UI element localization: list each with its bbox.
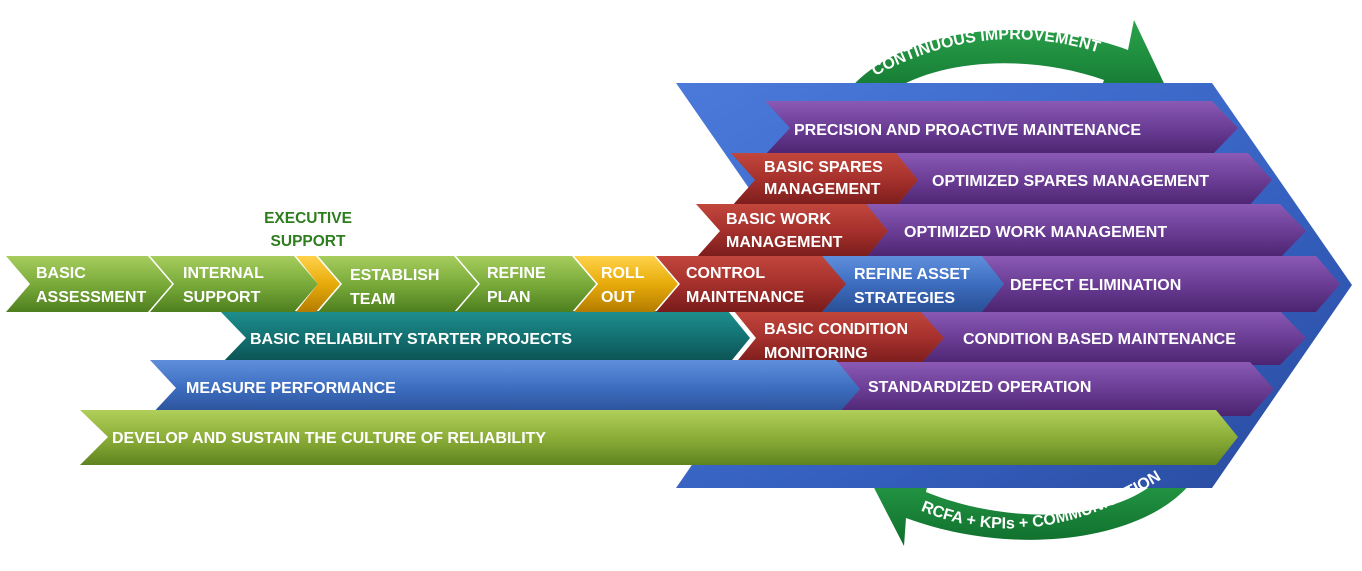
refine-asset-line1: REFINE ASSET [854, 266, 970, 283]
condition-based-maintenance-label: CONDITION BASED MAINTENANCE [963, 331, 1236, 348]
precision-proactive-maintenance-label: PRECISION AND PROACTIVE MAINTENANCE [794, 122, 1141, 139]
culture-of-reliability-arrow: DEVELOP AND SUSTAIN THE CULTURE OF RELIA… [80, 410, 1238, 465]
basic-condition-monitoring-arrow: BASIC CONDITION MONITORING [734, 311, 944, 365]
establish-team-arrow: ESTABLISH TEAM [318, 256, 478, 312]
culture-of-reliability-label: DEVELOP AND SUSTAIN THE CULTURE OF RELIA… [112, 430, 546, 447]
optimized-spares-management-label: OPTIMIZED SPARES MANAGEMENT [932, 173, 1209, 190]
basic-assessment-line2: ASSESSMENT [36, 289, 146, 306]
refine-plan-arrow: REFINE PLAN [456, 256, 596, 312]
internal-support-line2: SUPPORT [183, 289, 261, 306]
refine-asset-line2: STRATEGIES [854, 290, 955, 307]
precision-proactive-maintenance-arrow: PRECISION AND PROACTIVE MAINTENANCE [765, 101, 1238, 155]
rcfa-cycle-arrow [870, 462, 1200, 546]
basic-work-line1: BASIC WORK [726, 211, 831, 228]
refine-plan-line2: PLAN [487, 289, 531, 306]
control-maintenance-line1: CONTROL [686, 265, 765, 282]
basic-work-management-arrow: BASIC WORK MANAGEMENT [696, 204, 888, 258]
optimized-work-management-label: OPTIMIZED WORK MANAGEMENT [904, 224, 1167, 241]
basic-assessment-line1: BASIC [36, 265, 86, 282]
establish-team-line2: TEAM [350, 291, 395, 308]
executive-support-line2: SUPPORT [270, 233, 346, 250]
internal-support-line1: INTERNAL [183, 265, 264, 282]
basic-work-line2: MANAGEMENT [726, 234, 843, 251]
condition-based-maintenance-arrow: CONDITION BASED MAINTENANCE [920, 311, 1306, 365]
control-maintenance-arrow: CONTROL MAINTENANCE [656, 256, 846, 312]
optimized-spares-management-arrow: OPTIMIZED SPARES MANAGEMENT [896, 153, 1272, 207]
basic-spares-line2: MANAGEMENT [764, 181, 881, 198]
executive-support-line1: EXECUTIVE [264, 210, 352, 227]
measure-performance-label: MEASURE PERFORMANCE [186, 380, 396, 397]
control-maintenance-line2: MAINTENANCE [686, 289, 805, 306]
roll-out-line2: OUT [601, 289, 635, 306]
basic-condition-line1: BASIC CONDITION [764, 321, 908, 338]
establish-team-line1: ESTABLISH [350, 267, 439, 284]
defect-elimination-arrow: DEFECT ELIMINATION [980, 256, 1340, 312]
executive-support-label: EXECUTIVE SUPPORT [238, 207, 378, 253]
basic-reliability-starter-projects-arrow: BASIC RELIABILITY STARTER PROJECTS [220, 311, 750, 365]
roll-out-line1: ROLL [601, 265, 645, 282]
basic-spares-management-arrow: BASIC SPARES MANAGEMENT [731, 153, 918, 207]
basic-assessment-arrow: BASIC ASSESSMENT [6, 256, 172, 312]
optimized-work-management-arrow: OPTIMIZED WORK MANAGEMENT [866, 204, 1306, 258]
defect-elimination-label: DEFECT ELIMINATION [1010, 277, 1181, 294]
refine-plan-line1: REFINE [487, 265, 546, 282]
internal-support-arrow: INTERNAL SUPPORT [150, 256, 318, 312]
roll-out-arrow: ROLL OUT [574, 256, 678, 312]
basic-condition-line2: MONITORING [764, 345, 868, 362]
standardized-operation-arrow: STANDARDIZED OPERATION [836, 362, 1274, 416]
starter-projects-label: BASIC RELIABILITY STARTER PROJECTS [250, 331, 572, 348]
standardized-operation-label: STANDARDIZED OPERATION [868, 379, 1091, 396]
refine-asset-strategies-arrow: REFINE ASSET STRATEGIES [822, 256, 1004, 312]
measure-performance-arrow: MEASURE PERFORMANCE [150, 360, 860, 416]
basic-spares-line1: BASIC SPARES [764, 159, 883, 176]
